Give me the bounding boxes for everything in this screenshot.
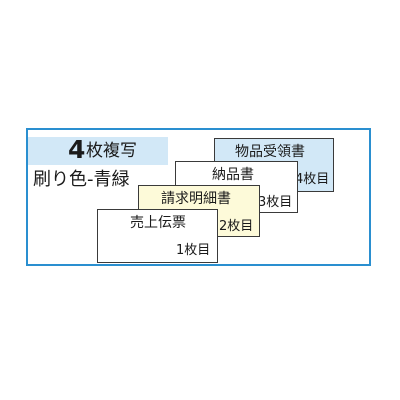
slip-title: 請求明細書 [161, 191, 231, 207]
slip-title: 納品書 [212, 167, 254, 183]
print-color-label: 刷り色-青緑 [33, 169, 130, 190]
slip-copy-number: 4枚目 [295, 172, 330, 187]
copy-count-badge [28, 137, 168, 165]
slip-title: 売上伝票 [130, 215, 186, 231]
copy-count-label: 枚複写 [86, 141, 137, 161]
slip-title: 物品受領書 [235, 144, 305, 160]
slip-copy-number: 2枚目 [219, 219, 254, 234]
copy-count-number: 4 [68, 135, 86, 164]
slip-copy-number: 3枚目 [258, 195, 293, 210]
slip-1-sales-slip: 売上伝票 1枚目 [97, 209, 218, 263]
slip-copy-number: 1枚目 [176, 243, 211, 258]
